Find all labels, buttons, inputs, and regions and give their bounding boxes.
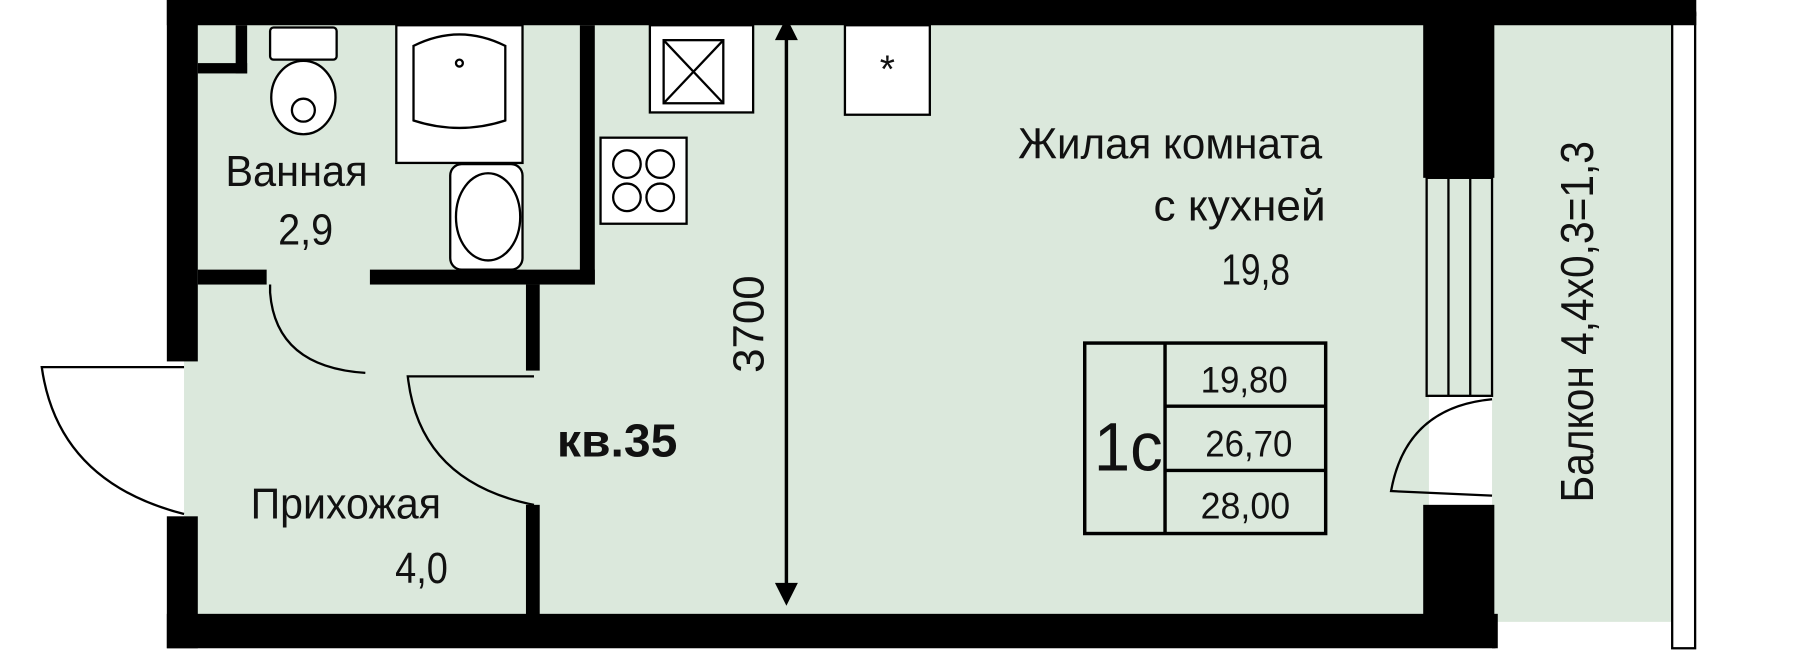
total-area-value: 26,70 xyxy=(1205,424,1292,465)
svg-text:*: * xyxy=(880,49,895,92)
area-summary-table xyxy=(1083,341,1328,536)
total-with-balcony-value: 28,00 xyxy=(1201,486,1290,527)
door-swing-icon xyxy=(40,284,1493,516)
window-icon xyxy=(1425,176,1494,397)
living-area: 19,8 xyxy=(1221,247,1290,295)
sink-icon xyxy=(648,24,755,114)
hall-name: Прихожая xyxy=(251,481,441,529)
washbasin-icon xyxy=(449,162,524,271)
hall-area: 4,0 xyxy=(395,545,448,593)
apartment-floor xyxy=(184,22,1429,618)
dimension-arrow-icon xyxy=(774,17,798,606)
living-area-value: 19,80 xyxy=(1201,359,1288,400)
bathtub-icon xyxy=(395,24,524,165)
living-name-line1: Жилая комната xyxy=(1018,120,1323,168)
toilet-icon xyxy=(268,26,338,136)
balcony-label: Балкон 4,4х0,3=1,3 xyxy=(1551,141,1603,502)
apartment-type: 1с xyxy=(1094,408,1163,485)
balcony-floor xyxy=(1492,13,1673,622)
apartment-number: кв.35 xyxy=(557,415,677,467)
walls xyxy=(166,0,1697,649)
dimension-label: 3700 xyxy=(725,275,773,373)
bath-area: 2,9 xyxy=(278,206,333,254)
balcony-edge xyxy=(1671,12,1697,650)
bath-name: Ванная xyxy=(225,148,367,196)
fridge-icon: * xyxy=(843,24,931,116)
living-name-line2: с кухней xyxy=(1154,182,1326,230)
stove-icon xyxy=(599,136,688,225)
